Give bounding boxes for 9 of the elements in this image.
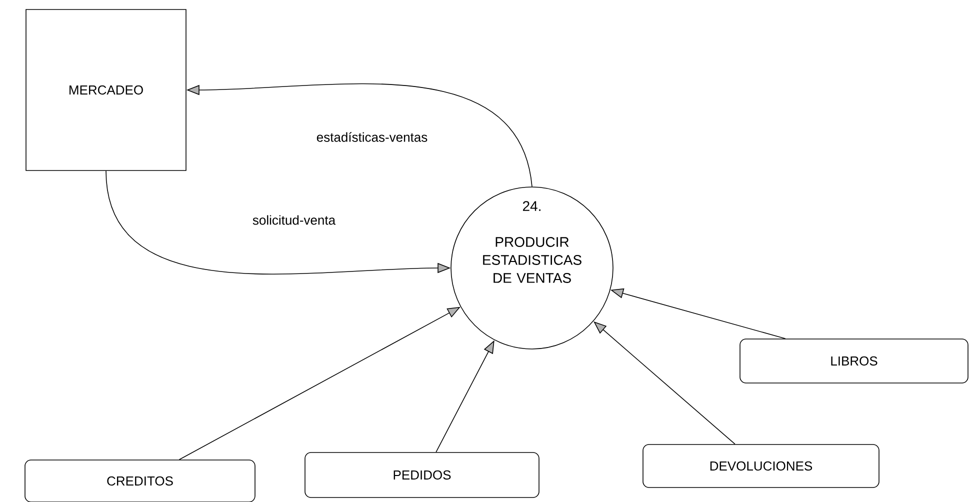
data-store-box: CREDITOS (24, 460, 256, 502)
edge-label: solicitud-venta (251, 214, 337, 226)
entity-box: MERCADEO (26, 9, 186, 171)
process-label: PRODUCIR ESTADISTICAS DE VENTAS (483, 237, 582, 283)
data-store-box: LIBROS (740, 338, 968, 384)
data-store-box: DEVOLUCIONES (642, 444, 880, 488)
edge-label: estadísticas-ventas (315, 131, 429, 143)
data-store-box: PEDIDOS (304, 452, 540, 498)
process-number: 24. (522, 201, 540, 211)
